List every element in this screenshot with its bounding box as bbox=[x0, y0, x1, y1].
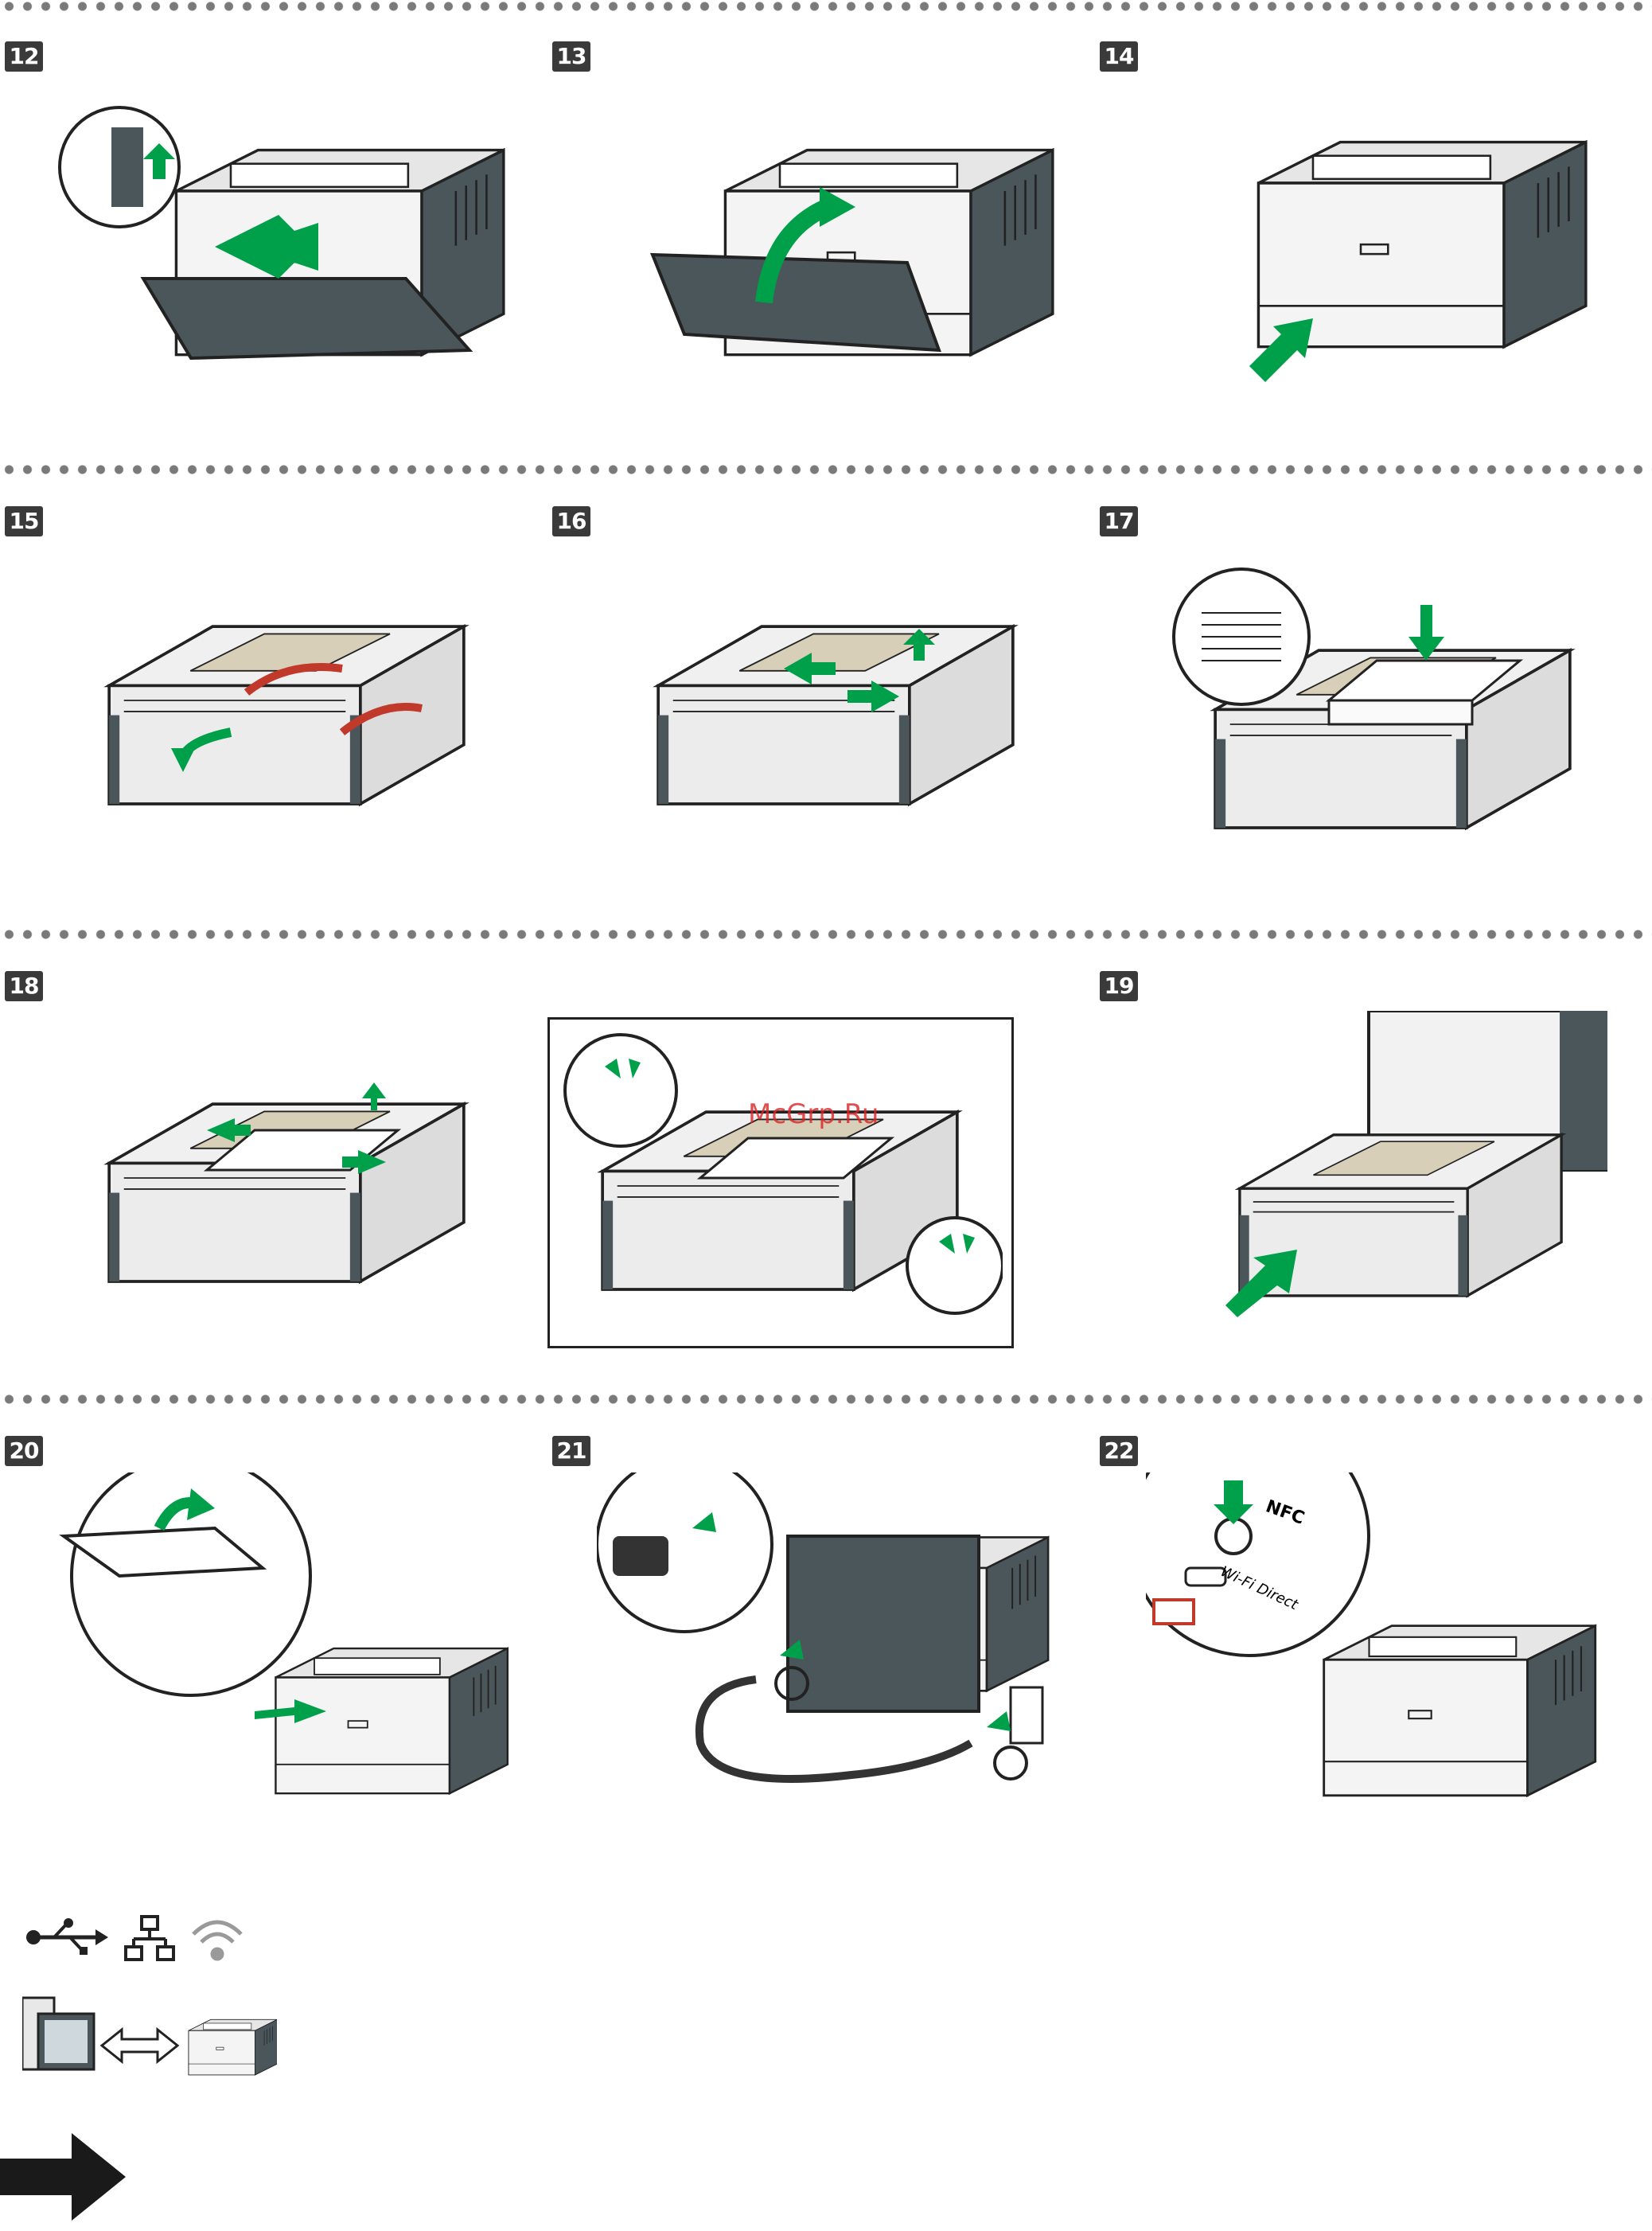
wireless-icon bbox=[193, 1922, 241, 1959]
panel-step-15-remove-tape bbox=[80, 557, 493, 860]
printer-icon bbox=[189, 2019, 277, 2075]
panel-step-18-detail bbox=[557, 1027, 1003, 1337]
panel-step-12-install-toner bbox=[56, 88, 517, 406]
step-badge-17: 17 bbox=[1100, 506, 1138, 536]
step-badge-12: 12 bbox=[5, 41, 43, 72]
watermark-text: McGrp.Ru bbox=[748, 1098, 879, 1130]
step-badge-18: 18 bbox=[5, 971, 43, 1001]
separator-1 bbox=[0, 2, 1652, 11]
computer-icon bbox=[22, 1998, 94, 2069]
separator-3 bbox=[0, 930, 1652, 939]
panel-step-14-pull-out-tray bbox=[1202, 88, 1599, 390]
step-badge-21: 21 bbox=[552, 1436, 590, 1466]
step-badge-15: 15 bbox=[5, 506, 43, 536]
step-badge-13: 13 bbox=[552, 41, 590, 72]
panel-step-16-adjust-guides bbox=[629, 557, 1042, 860]
usb-icon bbox=[26, 1918, 108, 1955]
step-badge-19: 19 bbox=[1100, 971, 1138, 1001]
panel-step-13-close-front-cover bbox=[637, 88, 1082, 406]
panel-step-18-slide-guides bbox=[80, 1035, 493, 1337]
separator-4 bbox=[0, 1394, 1652, 1404]
panel-step-19-insert-tray bbox=[1194, 1011, 1607, 1329]
step-badge-14: 14 bbox=[1100, 41, 1138, 72]
panel-step-21-connect-power bbox=[597, 1472, 1058, 1807]
next-page-arrow-icon bbox=[0, 2133, 127, 2221]
panel-step-17-load-paper bbox=[1170, 557, 1599, 876]
bidirectional-arrow-icon bbox=[102, 2030, 177, 2061]
panel-step-20-open-stopper bbox=[56, 1472, 517, 1807]
separator-2 bbox=[0, 465, 1652, 474]
network-icon bbox=[126, 1917, 173, 1960]
panel-step-22-power-on bbox=[1146, 1472, 1607, 1807]
step-badge-16: 16 bbox=[552, 506, 590, 536]
connection-icons bbox=[22, 1910, 277, 2093]
step-badge-20: 20 bbox=[5, 1436, 43, 1466]
step-badge-22: 22 bbox=[1100, 1436, 1138, 1466]
